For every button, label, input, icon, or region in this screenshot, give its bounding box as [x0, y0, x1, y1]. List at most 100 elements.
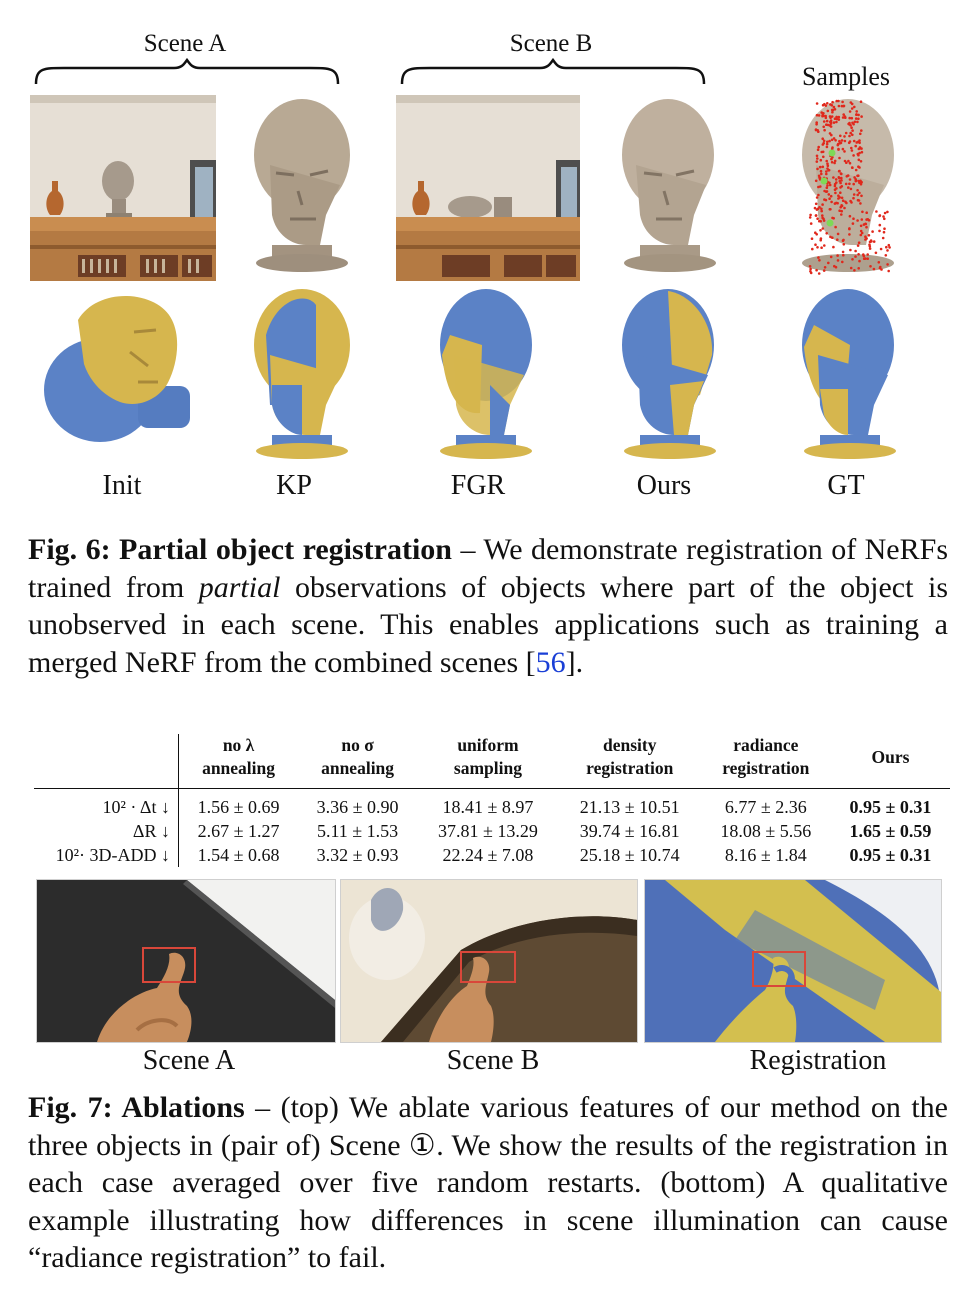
sample-point: [839, 172, 843, 175]
sample-point: [852, 196, 855, 200]
samples-label: Samples: [801, 62, 891, 91]
sample-point: [822, 269, 826, 272]
sample-point: [825, 142, 829, 146]
sample-point: [815, 233, 818, 236]
sample-point: [859, 100, 863, 103]
table-corner: [34, 734, 179, 789]
sample-point: [829, 194, 833, 198]
table-cell: 25.18 ± 10.74: [579, 845, 680, 865]
sample-point: [839, 181, 842, 185]
sample-point: [854, 117, 858, 120]
sample-point: [883, 227, 886, 230]
sample-point: [854, 255, 857, 258]
sample-point: [854, 179, 858, 183]
sample-point: [860, 231, 864, 235]
sample-point: [816, 157, 819, 160]
sample-point: [827, 169, 830, 172]
sample-point: [862, 223, 866, 226]
sample-point: [868, 245, 872, 248]
sample-point: [854, 249, 857, 253]
sample-point: [843, 135, 846, 138]
sample-point: [842, 113, 845, 116]
sample-point: [860, 150, 864, 154]
sample-point: [841, 250, 845, 254]
citation-link[interactable]: 56: [535, 645, 566, 679]
sample-point: [856, 219, 859, 222]
sample-point: [826, 164, 830, 167]
sample-point: [856, 140, 860, 144]
sample-point: [877, 261, 881, 264]
sample-point: [866, 253, 869, 256]
sample-point: [820, 207, 823, 211]
sample-point: [826, 102, 829, 105]
sample-point: [833, 184, 837, 188]
sample-point: [834, 139, 837, 142]
sample-point: [817, 256, 820, 259]
sample-point: [837, 176, 841, 179]
sample-point: [835, 117, 839, 121]
sample-point: [848, 233, 851, 236]
caption-emphasis: partial: [198, 570, 281, 604]
table-row: ΔR ↓ 2.67 ± 1.27 5.11 ± 1.53 37.81 ± 13.…: [34, 819, 950, 843]
sample-point: [869, 265, 872, 268]
sample-point: [815, 154, 819, 158]
sample-point: [885, 245, 888, 249]
sample-point: [837, 104, 841, 108]
sample-point: [839, 134, 842, 138]
sample-point: [817, 145, 820, 149]
sample-point: [842, 243, 846, 246]
sample-point: [841, 260, 844, 264]
sample-point: [859, 224, 863, 228]
fig7-scene-a-render: [36, 879, 336, 1043]
sample-point: [857, 165, 860, 168]
sample-point: [826, 109, 830, 113]
scene-b-label: Scene B: [509, 30, 593, 57]
scene-a-brace: [34, 58, 340, 85]
sample-point: [826, 162, 829, 165]
ours-registration: [622, 289, 716, 459]
sample-point: [819, 229, 822, 232]
sample-point: [813, 206, 817, 210]
sample-point: [850, 146, 853, 150]
sample-point: [836, 254, 839, 257]
sample-point: [879, 247, 883, 251]
table-cell: 21.13 ± 10.51: [579, 797, 680, 817]
sample-point: [855, 110, 858, 113]
sample-point: [819, 238, 822, 242]
sample-point: [859, 132, 862, 136]
sample-point: [850, 102, 854, 106]
gt-registration: [802, 289, 896, 459]
sample-point: [822, 120, 826, 123]
table-cell-best: 0.95 ± 0.31: [849, 845, 932, 865]
sample-point: [857, 267, 860, 270]
sample-point: [815, 121, 818, 124]
sample-point: [868, 247, 872, 250]
sample-point: [823, 189, 826, 193]
sample-point: [820, 111, 823, 114]
sample-point: [858, 191, 861, 195]
caption-lead: Fig. 7: Ablations: [28, 1091, 245, 1124]
sample-point: [864, 235, 867, 238]
sample-point: [841, 199, 845, 202]
kp-registration: [254, 289, 350, 459]
column-label-kp: KP: [276, 470, 312, 501]
sample-point: [864, 238, 867, 241]
scene-a-label: Scene A: [143, 30, 227, 57]
sample-point: [836, 232, 840, 236]
sample-point: [819, 185, 822, 188]
sample-point: [833, 188, 837, 191]
sample-point: [848, 178, 852, 181]
table-cell: 39.74 ± 16.81: [579, 821, 680, 841]
sample-point: [848, 214, 852, 218]
sample-point: [841, 147, 845, 151]
sample-point: [821, 203, 824, 206]
sample-point: [881, 236, 885, 240]
sample-point: [824, 104, 828, 107]
sample-point: [887, 243, 891, 247]
sample-point: [847, 141, 851, 145]
sample-point: [829, 120, 832, 124]
sample-point: [850, 107, 854, 110]
sample-point: [861, 210, 864, 214]
sample-point: [832, 245, 835, 249]
